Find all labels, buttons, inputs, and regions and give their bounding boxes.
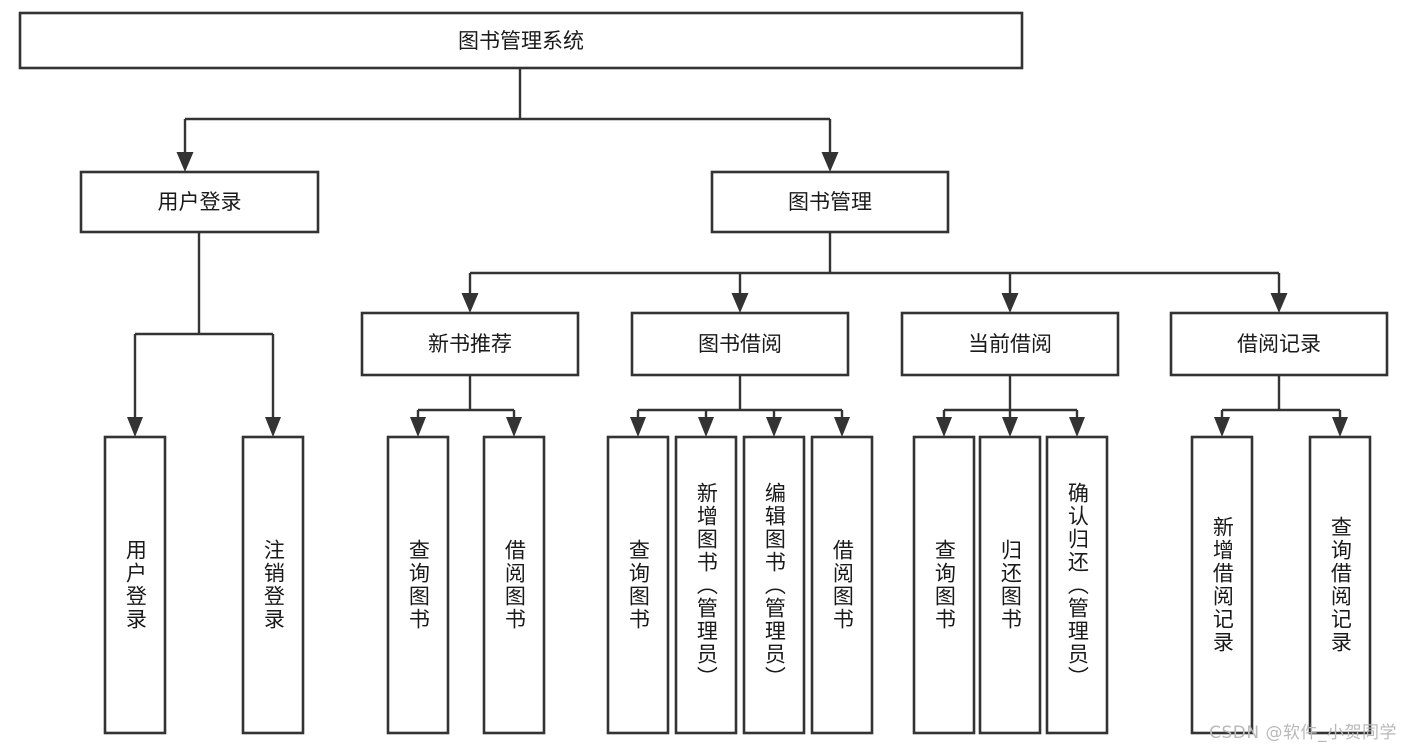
node-borrow-record-label: 借阅记录 — [1237, 332, 1321, 356]
node-new-book-recommend[interactable] — [360, 311, 580, 377]
leaf-box-borrow-book-1[interactable] — [482, 435, 546, 735]
leaf-box-query-book-3[interactable] — [912, 435, 976, 735]
node-book-management-label: 图书管理 — [788, 190, 872, 214]
edge-bookborrow-to-leaves — [630, 375, 850, 437]
watermark-text: CSDN @软件_小贺同学 — [1209, 723, 1397, 743]
edge-newbook-to-leaves — [410, 375, 522, 437]
node-root[interactable] — [18, 11, 1024, 70]
node-book-borrow-label: 图书借阅 — [698, 332, 782, 356]
leaf-box-logout[interactable] — [241, 435, 305, 735]
edge-userlogin-to-leaves — [127, 232, 281, 437]
leaf-box-add-book-admin[interactable] — [674, 435, 738, 735]
leaf-box-borrow-book-2[interactable] — [810, 435, 874, 735]
node-new-book-recommend-label: 新书推荐 — [428, 332, 512, 356]
leaf-box-return-book[interactable] — [978, 435, 1042, 735]
node-user-login[interactable] — [79, 170, 320, 234]
leaf-box-user-login[interactable] — [103, 435, 167, 735]
edge-borrowrecord-to-leaves — [1214, 375, 1348, 437]
leaf-box-query-book-1[interactable] — [386, 435, 450, 735]
node-current-borrow[interactable] — [900, 311, 1120, 377]
edge-root-to-level1 — [176, 68, 839, 172]
node-user-login-label: 用户登录 — [158, 190, 242, 214]
node-root-label: 图书管理系统 — [458, 29, 584, 53]
leaf-box-query-book-2[interactable] — [606, 435, 670, 735]
leaf-box-edit-book-admin[interactable] — [742, 435, 806, 735]
node-book-borrow[interactable] — [630, 311, 850, 377]
node-current-borrow-label: 当前借阅 — [968, 332, 1052, 356]
edge-currentborrow-to-leaves — [936, 375, 1085, 437]
leaf-box-confirm-return-admin[interactable] — [1045, 435, 1109, 735]
leaf-box-query-borrow-record[interactable] — [1308, 435, 1372, 735]
node-borrow-record[interactable] — [1169, 311, 1389, 377]
node-book-management[interactable] — [710, 170, 950, 234]
edge-bookmgmt-to-level2 — [461, 232, 1288, 313]
leaf-box-add-borrow-record[interactable] — [1190, 435, 1254, 735]
